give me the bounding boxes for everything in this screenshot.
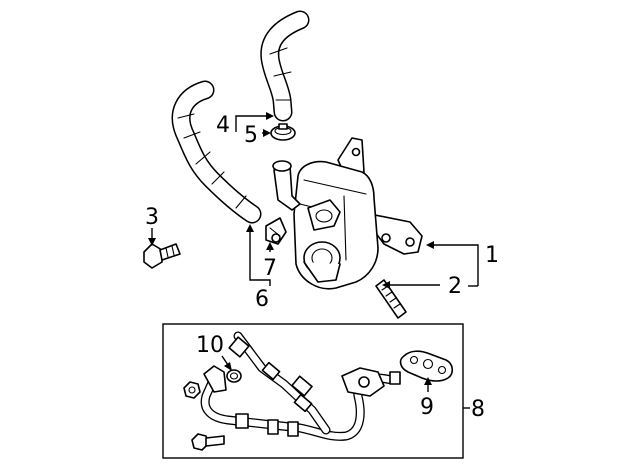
upper-hose[interactable] [260, 10, 310, 122]
bolt[interactable] [143, 243, 181, 269]
callout-10: 10 [196, 333, 224, 358]
oil-cooler-housing[interactable] [272, 137, 423, 290]
callout-4: 4 [216, 113, 230, 138]
callout-2: 2 [448, 274, 462, 299]
callout-8: 8 [471, 397, 485, 422]
o-ring[interactable] [226, 369, 242, 383]
oil-pipe-assembly[interactable] [200, 331, 401, 441]
callout-5: 5 [244, 123, 258, 148]
callout-6: 6 [255, 287, 269, 312]
kit-box [162, 323, 464, 459]
kit-bolt[interactable] [191, 433, 225, 451]
gasket[interactable] [399, 350, 454, 382]
kit-nut[interactable] [183, 381, 201, 399]
long-hose[interactable] [171, 80, 262, 224]
callout-7: 7 [263, 256, 277, 281]
hose-clip[interactable] [265, 217, 287, 245]
callout-9: 9 [420, 395, 434, 420]
hose-clamp[interactable] [270, 123, 296, 141]
leader-lines [148, 112, 479, 409]
callout-1: 1 [485, 243, 499, 268]
stud[interactable] [375, 279, 407, 319]
callout-3: 3 [145, 205, 159, 230]
